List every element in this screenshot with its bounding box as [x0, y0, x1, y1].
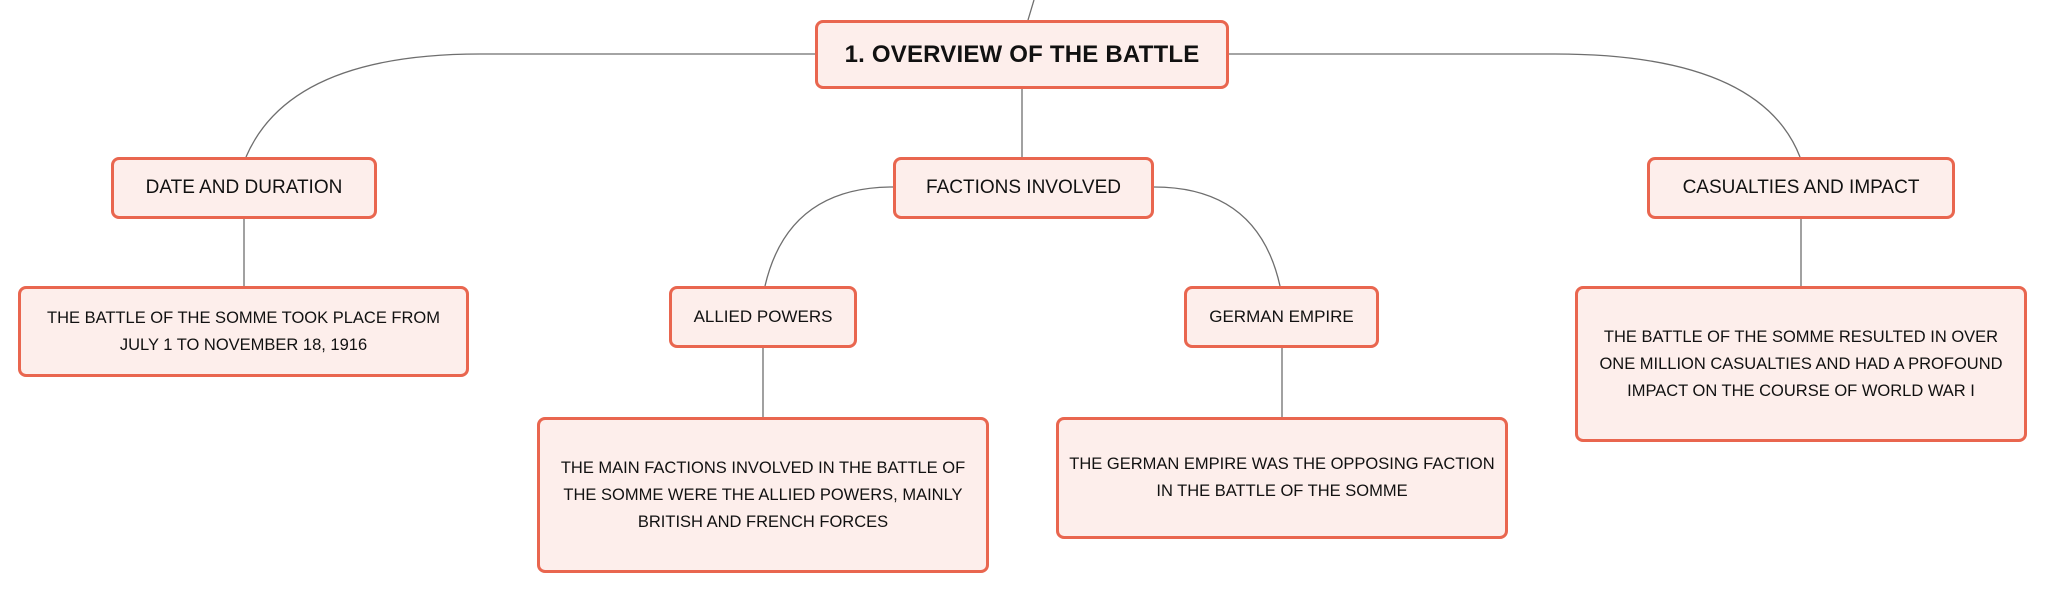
- casualties-detail-node[interactable]: THE BATTLE OF THE SOMME RESULTED IN OVER…: [1575, 286, 2027, 442]
- german-empire-node[interactable]: GERMAN EMPIRE: [1184, 286, 1379, 348]
- german-empire-detail-node[interactable]: THE GERMAN EMPIRE WAS THE OPPOSING FACTI…: [1056, 417, 1508, 539]
- german-empire-detail-text: THE GERMAN EMPIRE WAS THE OPPOSING FACTI…: [1069, 455, 1495, 500]
- german-empire-label: GERMAN EMPIRE: [1209, 307, 1354, 326]
- factions-involved-label: FACTIONS INVOLVED: [926, 177, 1121, 198]
- factions-involved-node[interactable]: FACTIONS INVOLVED: [893, 157, 1154, 219]
- casualties-detail-text: THE BATTLE OF THE SOMME RESULTED IN OVER…: [1599, 327, 2003, 400]
- root-topic-node[interactable]: 1. OVERVIEW OF THE BATTLE: [815, 20, 1229, 89]
- casualties-impact-label: CASUALTIES AND IMPACT: [1682, 177, 1920, 198]
- casualties-impact-node[interactable]: CASUALTIES AND IMPACT: [1647, 157, 1955, 219]
- connector-root-date: [245, 53, 815, 158]
- connector-parent-root: [1027, 0, 1035, 21]
- connector-factions-allied: [764, 186, 894, 287]
- date-duration-node[interactable]: DATE AND DURATION: [111, 157, 377, 219]
- allied-powers-label: ALLIED POWERS: [693, 307, 833, 326]
- connector-factions-german: [1153, 186, 1281, 287]
- allied-powers-detail-text: THE MAIN FACTIONS INVOLVED IN THE BATTLE…: [560, 458, 966, 531]
- allied-powers-node[interactable]: ALLIED POWERS: [669, 286, 857, 348]
- connector-root-casualties: [1229, 53, 1801, 158]
- root-topic-label: 1. OVERVIEW OF THE BATTLE: [844, 40, 1200, 68]
- date-duration-detail-text: THE BATTLE OF THE SOMME TOOK PLACE FROM …: [46, 308, 440, 354]
- date-duration-label: DATE AND DURATION: [145, 177, 343, 198]
- date-duration-detail-node[interactable]: THE BATTLE OF THE SOMME TOOK PLACE FROM …: [18, 286, 469, 377]
- allied-powers-detail-node[interactable]: THE MAIN FACTIONS INVOLVED IN THE BATTLE…: [537, 417, 989, 573]
